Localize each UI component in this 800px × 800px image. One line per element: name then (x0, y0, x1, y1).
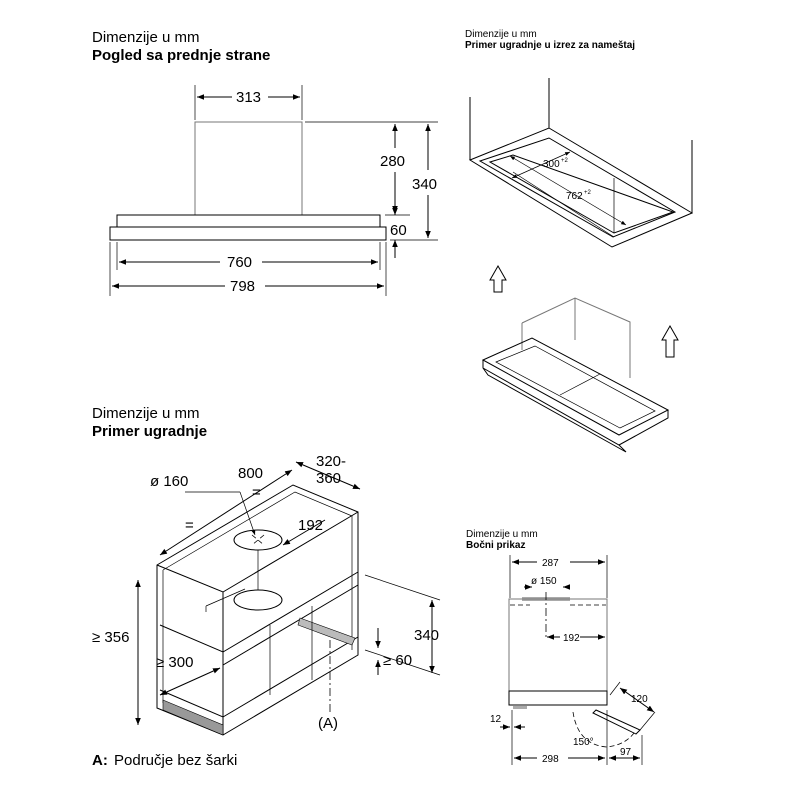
dim-side-diameter: ø 150 (531, 576, 557, 587)
dim-side-width: 287 (542, 558, 559, 569)
legend-key: A: (92, 752, 108, 769)
front-view-subtitle: Dimenzije u mm (92, 29, 200, 46)
dim-flap-length: 120 (631, 694, 648, 705)
dim-equal-2: = (185, 517, 194, 534)
dim-chimney-width: 313 (236, 89, 261, 106)
side-view: Dimenzije u mm Bočni prikaz 287 ø 150 19… (466, 529, 656, 765)
legend-text: Područje bez šarki (114, 752, 237, 769)
side-canopy (508, 690, 608, 706)
chimney (194, 121, 303, 216)
dim-inner-width: 760 (227, 254, 252, 271)
shelf (159, 571, 359, 666)
bottom-shelf (159, 636, 359, 718)
dim-cabinet-depth: 320- (316, 453, 346, 470)
hood-chimney (521, 297, 631, 378)
hood-body (481, 337, 670, 453)
dim-duct-offset: 192 (298, 517, 323, 534)
arrow-up-icon (489, 264, 507, 293)
dim-total-height: 340 (412, 176, 437, 193)
duct-connector (233, 589, 283, 611)
side-body (508, 598, 608, 692)
dim-cutout-width-tolerance: +2 (584, 190, 592, 196)
dim-min-height: ≥ 356 (92, 629, 129, 646)
cutout-view-subtitle: Dimenzije u mm (465, 29, 537, 40)
install-view-title: Primer ugradnje (92, 423, 207, 440)
dim-flap-overhang: 97 (620, 747, 632, 758)
dim-flap-angle: 150° (573, 737, 594, 748)
dim-min-gap: ≥ 60 (383, 652, 412, 669)
cutout-view: Dimenzije u mm Primer ugradnje u izrez z… (465, 29, 694, 453)
install-view-subtitle: Dimenzije u mm (92, 405, 200, 422)
canopy-top (116, 214, 381, 228)
cutout-view-title: Primer ugradnje u izrez za nameštaj (465, 40, 635, 51)
dim-side-offset: 192 (563, 633, 580, 644)
dim-equal-1: = (252, 484, 261, 501)
dim-canopy-height: 60 (390, 222, 407, 239)
duct-opening (233, 529, 283, 551)
dim-hood-height: 340 (414, 627, 439, 644)
dim-cutout-depth-tolerance: +2 (561, 158, 569, 164)
flap (592, 709, 641, 735)
dim-side-front: 12 (490, 714, 502, 725)
side-view-title: Bočni prikaz (466, 540, 525, 551)
front-view: Dimenzije u mm Pogled sa prednje strane … (92, 29, 438, 296)
dim-cutout-width: 762 (566, 191, 583, 202)
area-marker: (A) (318, 715, 338, 732)
cabinet-bottom (468, 127, 694, 248)
side-view-subtitle: Dimenzije u mm (466, 529, 538, 540)
install-view: Dimenzije u mm Primer ugradnje ø 160 800… (92, 405, 441, 769)
dim-duct-diameter: ø 160 (150, 473, 188, 490)
dim-min-depth: ≥ 300 (156, 654, 193, 671)
canopy-bottom (109, 226, 387, 241)
dim-cutout-depth: 300 (543, 159, 560, 170)
dim-total-width: 798 (230, 278, 255, 295)
angle-arc (572, 711, 635, 748)
dim-side-bottom: 298 (542, 754, 559, 765)
front-view-title: Pogled sa prednje strane (92, 47, 270, 64)
dim-chimney-height: 280 (380, 153, 405, 170)
arrow-up-icon (661, 324, 679, 358)
dim-cabinet-width: 800 (238, 465, 263, 482)
